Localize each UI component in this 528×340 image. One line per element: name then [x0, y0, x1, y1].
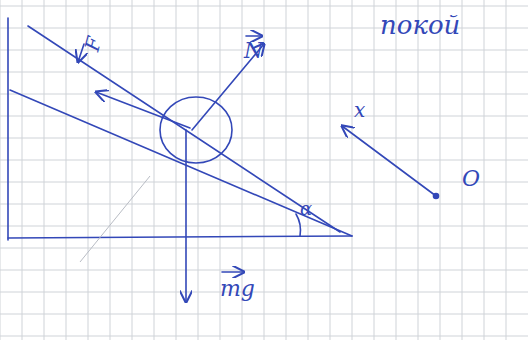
- incline-line: [28, 26, 340, 232]
- axis-label: x: [354, 100, 365, 120]
- vector-mark: [246, 35, 262, 37]
- ball: [160, 97, 232, 163]
- origin-dot: [434, 194, 439, 199]
- pencil-line: [80, 176, 150, 262]
- wall-line: [7, 18, 9, 240]
- angle-arc: [296, 214, 301, 236]
- force-label: mg: [220, 278, 255, 300]
- friction-arrow: [96, 92, 190, 128]
- angle-label: α: [300, 200, 312, 218]
- vector-mark: [222, 271, 244, 273]
- gravity-arrow: [185, 130, 187, 302]
- origin-label: O: [462, 168, 480, 190]
- x-axis: [342, 126, 436, 196]
- incline-line: [10, 90, 352, 236]
- state-note: покой: [380, 12, 460, 38]
- force-label: N: [244, 40, 263, 62]
- force-label: F: [81, 35, 104, 54]
